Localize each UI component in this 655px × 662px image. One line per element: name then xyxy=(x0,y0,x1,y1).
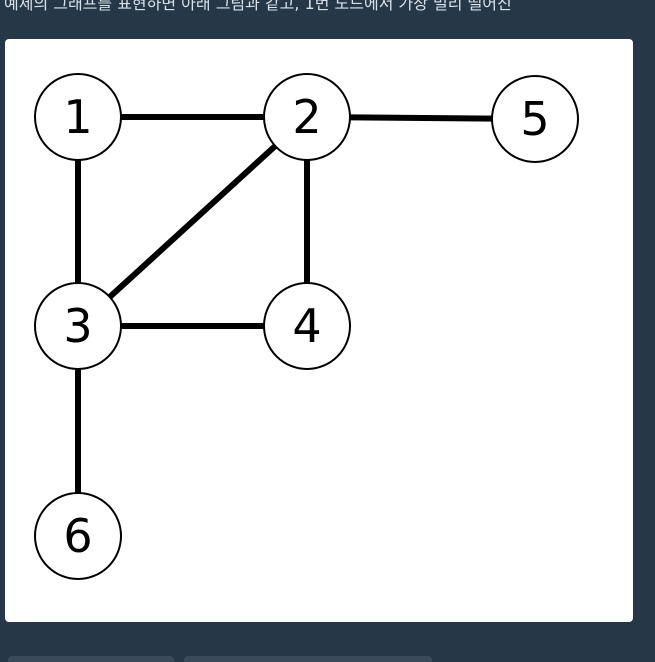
graph-diagram: 1 2 3 4 5 6 xyxy=(34,73,579,580)
node-circle xyxy=(263,73,351,161)
edge-2-3 xyxy=(75,114,310,329)
node-circle xyxy=(34,492,122,580)
graph-figure-card: 1 2 3 4 5 6 xyxy=(5,39,633,622)
node-label: 2 xyxy=(292,90,321,144)
node-label: 4 xyxy=(292,299,321,353)
node-circle xyxy=(34,282,122,370)
node-circle xyxy=(491,75,579,163)
node-2: 2 xyxy=(263,73,351,161)
node-circle xyxy=(263,282,351,370)
node-5: 5 xyxy=(491,75,579,163)
bottom-tab-left[interactable] xyxy=(8,656,174,662)
node-layer: 1 2 3 4 5 6 xyxy=(34,73,579,580)
node-6: 6 xyxy=(34,492,122,580)
bottom-tab-right[interactable] xyxy=(184,656,432,662)
node-label: 6 xyxy=(63,509,92,563)
problem-description: 예제의 그래프를 표현하면 아래 그림과 같고, 1번 노드에서 가장 멀리 떨… xyxy=(4,0,512,13)
node-label: 1 xyxy=(63,90,92,144)
node-label: 3 xyxy=(63,299,92,353)
node-4: 4 xyxy=(263,282,351,370)
node-label: 5 xyxy=(520,92,549,146)
node-3: 3 xyxy=(34,282,122,370)
node-1: 1 xyxy=(34,73,122,161)
node-circle xyxy=(34,73,122,161)
